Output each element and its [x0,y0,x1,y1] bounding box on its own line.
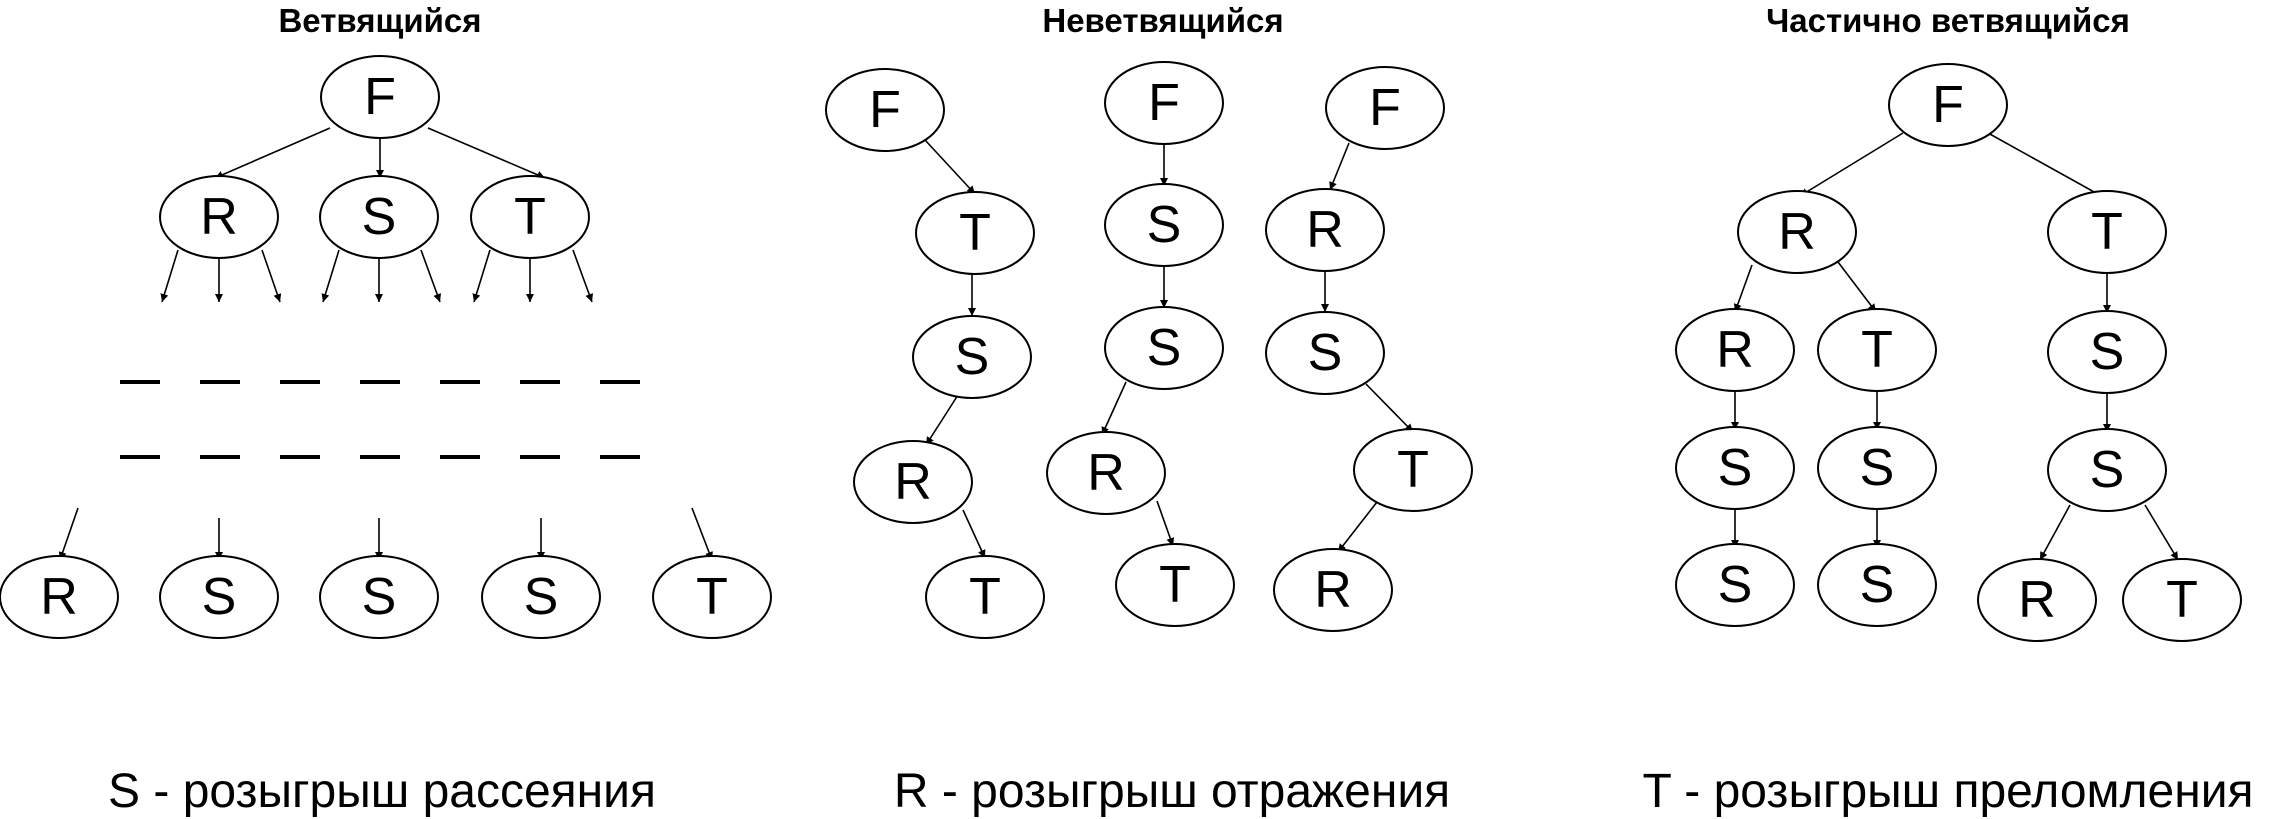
svg-text:T: T [1159,556,1191,614]
node-s: S [481,555,601,639]
node-r: R [1737,190,1857,274]
node-s: S [2047,310,2167,394]
node-s: S [319,555,439,639]
svg-text:T: T [1861,321,1893,379]
node-r: R [1977,558,2097,642]
svg-text:T: T [959,204,991,262]
non-branching-chains: F T S R T F S S R T F R S T R [825,61,1473,639]
svg-text:T: T [969,568,1001,626]
node-r: R [1265,188,1385,272]
svg-text:T: T [514,188,546,246]
svg-text:S: S [362,568,397,626]
ellipsis-dashes [120,380,640,459]
node-s: S [1675,543,1795,627]
svg-text:S: S [1147,196,1182,254]
svg-text:S: S [1308,324,1343,382]
node-t: T [1817,308,1937,392]
svg-text:F: F [1148,74,1180,132]
svg-text:S: S [2090,441,2125,499]
legend-refraction: T - розыгрыш преломления [1642,765,2253,818]
svg-text:T: T [2091,203,2123,261]
node-t: T [470,175,590,259]
node-s: S [159,555,279,639]
svg-text:S: S [2090,323,2125,381]
node-r: R [0,555,119,639]
svg-text:F: F [1932,76,1964,134]
svg-text:T: T [1397,441,1429,499]
svg-text:R: R [1306,201,1344,259]
svg-text:R: R [1716,321,1754,379]
branching-tree: F R S T R S S S T [0,55,772,639]
svg-text:R: R [40,568,78,626]
node-t: T [652,555,772,639]
node-s: S [1265,311,1385,395]
svg-text:F: F [1369,79,1401,137]
svg-text:S: S [955,328,990,386]
svg-text:T: T [696,568,728,626]
node-f: F [1104,61,1224,145]
node-f: F [1325,66,1445,150]
svg-text:S: S [1147,319,1182,377]
node-r: R [1675,308,1795,392]
node-s: S [912,315,1032,399]
node-s: S [319,175,439,259]
node-f: F [320,55,440,139]
svg-text:S: S [1860,439,1895,497]
partially-branching-tree: F R T R T S S S S S S R T [1675,63,2242,642]
svg-text:R: R [1087,444,1125,502]
node-t: T [1353,428,1473,512]
node-s: S [1817,426,1937,510]
svg-text:T: T [2166,571,2198,629]
node-r: R [159,175,279,259]
svg-text:S: S [1860,556,1895,614]
node-t: T [2047,190,2167,274]
title-non-branching: Неветвящийся [1042,2,1283,39]
node-r: R [853,440,973,524]
node-s: S [2047,428,2167,512]
svg-text:R: R [200,188,238,246]
node-t: T [915,191,1035,275]
svg-text:S: S [1718,556,1753,614]
node-t: T [925,555,1045,639]
node-s: S [1675,426,1795,510]
svg-text:S: S [202,568,237,626]
node-s: S [1817,543,1937,627]
title-branching: Ветвящийся [278,2,481,39]
title-partial: Частично ветвящийся [1766,2,2130,39]
legend-reflection: R - розыгрыш отражения [894,765,1450,818]
node-s: S [1104,183,1224,267]
node-r: R [1273,548,1393,632]
svg-text:R: R [1314,561,1352,619]
svg-text:F: F [364,68,396,126]
svg-text:R: R [894,453,932,511]
svg-text:R: R [2018,571,2056,629]
svg-text:S: S [362,188,397,246]
node-f: F [825,68,945,152]
svg-text:R: R [1778,203,1816,261]
svg-text:F: F [869,81,901,139]
svg-text:S: S [1718,439,1753,497]
node-f: F [1888,63,2008,147]
node-t: T [2122,558,2242,642]
node-t: T [1115,543,1235,627]
legend-scattering: S - розыгрыш рассеяния [108,765,656,818]
node-s: S [1104,306,1224,390]
svg-text:S: S [524,568,559,626]
node-r: R [1046,431,1166,515]
